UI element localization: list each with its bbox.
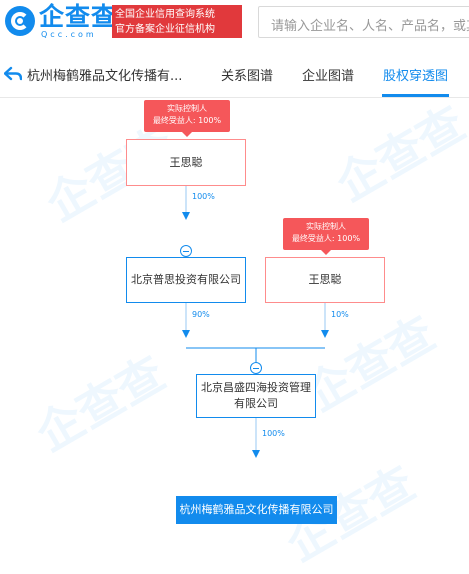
certification-badge: 全国企业信用查询系统 官方备案企业征信机构 bbox=[112, 5, 242, 38]
cert-line-1: 全国企业信用查询系统 bbox=[115, 9, 215, 20]
qcc-logo-icon[interactable] bbox=[5, 6, 35, 36]
collapse-icon[interactable] bbox=[180, 245, 192, 257]
tag-share: 最终受益人: 100% bbox=[291, 234, 361, 243]
equity-chart[interactable]: 企查查 企查查 企查查 企查查 企查查 实际控制人 最终受益人: 100% 王思… bbox=[0, 96, 469, 572]
shareholder-node-company[interactable]: 北京昌盛四海投资管理 有限公司 bbox=[196, 374, 316, 418]
company-name-line-1: 北京昌盛四海投资管理 bbox=[201, 381, 311, 394]
company-title[interactable]: 杭州梅鹤雅品文化传播有... bbox=[27, 69, 183, 84]
shareholder-node-person[interactable]: 王思聪 bbox=[265, 257, 385, 303]
target-company-node[interactable]: 杭州梅鹤雅品文化传播有限公司 bbox=[176, 496, 337, 524]
tag-share: 最终受益人: 100% bbox=[152, 116, 222, 125]
shareholder-node-person[interactable]: 王思聪 bbox=[126, 139, 246, 186]
tag-label: 实际控制人 bbox=[306, 222, 346, 231]
logo-text[interactable]: 企查查 bbox=[39, 2, 118, 31]
tab-bar: 杭州梅鹤雅品文化传播有... 关系图谱 企业图谱 股权穿透图 bbox=[0, 52, 469, 98]
tab-equity-penetration[interactable]: 股权穿透图 bbox=[383, 69, 449, 84]
tag-label: 实际控制人 bbox=[167, 104, 207, 113]
controller-tag: 实际控制人 最终受益人: 100% bbox=[283, 218, 369, 255]
share-percentage: 100% bbox=[262, 429, 285, 438]
share-percentage: 90% bbox=[192, 310, 210, 319]
share-percentage: 100% bbox=[192, 192, 215, 201]
tab-relationship-graph[interactable]: 关系图谱 bbox=[221, 69, 274, 84]
back-arrow-icon[interactable] bbox=[4, 66, 22, 82]
share-percentage: 10% bbox=[331, 310, 349, 319]
top-header: 企查查 Qcc.com 全国企业信用查询系统 官方备案企业征信机构 请输入企业名… bbox=[0, 0, 469, 49]
shareholder-node-company[interactable]: 北京普思投资有限公司 bbox=[126, 257, 246, 303]
search-input[interactable]: 请输入企业名、人名、产品名，或其他 bbox=[258, 6, 469, 38]
controller-tag: 实际控制人 最终受益人: 100% bbox=[144, 100, 230, 137]
cert-line-2: 官方备案企业征信机构 bbox=[115, 24, 215, 35]
active-tab-indicator bbox=[382, 94, 449, 97]
tab-enterprise-graph[interactable]: 企业图谱 bbox=[302, 69, 355, 84]
company-name-line-2: 有限公司 bbox=[234, 397, 278, 410]
connector-lines bbox=[182, 186, 329, 458]
collapse-icon[interactable] bbox=[250, 362, 262, 374]
logo-subtitle: Qcc.com bbox=[41, 30, 97, 39]
